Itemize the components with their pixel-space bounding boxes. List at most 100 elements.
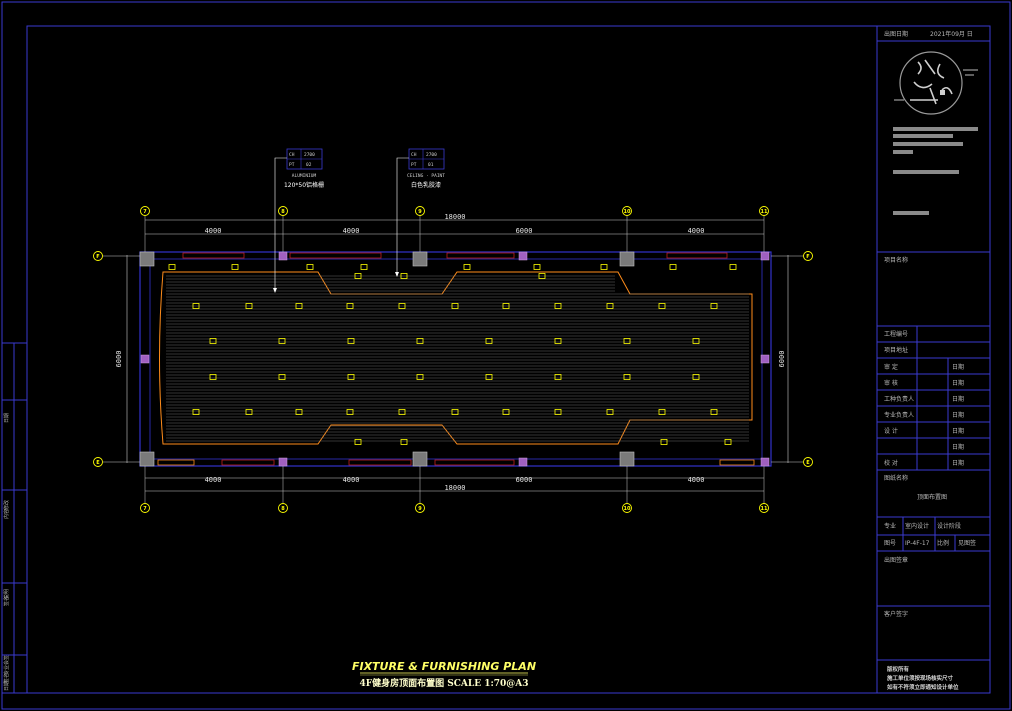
column bbox=[139, 451, 155, 467]
column-pier bbox=[278, 457, 288, 467]
door bbox=[719, 459, 755, 466]
grid-bubble-bottom bbox=[278, 503, 288, 513]
side-strip-label: 签名 bbox=[3, 596, 10, 606]
grid-label-top: 10 bbox=[624, 209, 631, 215]
window bbox=[289, 252, 382, 259]
sign-date-label: 日期 bbox=[952, 363, 964, 371]
light-fixture bbox=[192, 303, 200, 309]
light-fixture bbox=[354, 273, 362, 279]
sign-date-label: 日期 bbox=[952, 459, 964, 467]
column-pier bbox=[140, 354, 150, 364]
column-pier bbox=[518, 457, 528, 467]
window bbox=[182, 252, 245, 259]
side-strip-label: 修改 bbox=[3, 500, 10, 510]
column bbox=[619, 451, 635, 467]
grid-label-row: F bbox=[806, 254, 809, 260]
leader-arrow bbox=[395, 272, 399, 277]
light-fixture bbox=[600, 264, 608, 270]
column-pier bbox=[518, 251, 528, 261]
grid-bubble-top bbox=[140, 206, 150, 216]
sign-role: 审 定 bbox=[884, 363, 898, 371]
redacted-bar bbox=[893, 170, 959, 174]
column-pier bbox=[760, 251, 770, 261]
material-en: CELING · PAINT bbox=[407, 173, 445, 179]
span-dimension-bottom: 6000 bbox=[516, 476, 533, 484]
light-fixture bbox=[245, 409, 253, 415]
columns bbox=[139, 251, 770, 467]
window bbox=[666, 252, 728, 259]
light-fixture bbox=[451, 303, 459, 309]
note-aluminium: CH 2700 PT 02 ALUMINIUM 120*50铝格栅 bbox=[273, 148, 324, 293]
grid-bubble-row bbox=[93, 457, 103, 467]
light-fixture bbox=[168, 264, 176, 270]
drawing-subtitle: 4F健身房顶面布置图 SCALE 1:70@A3 bbox=[359, 677, 528, 689]
material-en: ALUMINIUM bbox=[292, 173, 317, 179]
date-value: 2021年09月 日 bbox=[930, 30, 973, 38]
outer-wall bbox=[139, 251, 772, 467]
sign-date-label: 日期 bbox=[952, 395, 964, 403]
drawing-name-label: 图纸名称 bbox=[884, 474, 908, 482]
light-fixture bbox=[278, 374, 286, 380]
tag-value: 01 bbox=[428, 162, 434, 168]
column-pier bbox=[760, 354, 770, 364]
span-dimension-bottom: 4000 bbox=[688, 476, 705, 484]
sign-date-label: 日期 bbox=[952, 427, 964, 435]
side-strip-label: 说明 bbox=[3, 589, 10, 599]
light-fixture bbox=[485, 374, 493, 380]
tag-value: 2700 bbox=[304, 152, 315, 158]
light-fixture bbox=[398, 303, 406, 309]
project-no-label: 工程编号 bbox=[884, 330, 908, 338]
light-fixture bbox=[451, 409, 459, 415]
light-fixture bbox=[416, 374, 424, 380]
dimensions: 18000 18000 6000 6000 4000 4000 6000 400… bbox=[115, 213, 789, 492]
light-fixture bbox=[485, 338, 493, 344]
leader-line bbox=[274, 157, 287, 292]
height-dimension-left: 6000 bbox=[115, 351, 123, 368]
tag-code: CH bbox=[289, 152, 295, 158]
sign-date-label: 日期 bbox=[952, 411, 964, 419]
drawing-no-value: IP-4F-17 bbox=[905, 540, 930, 547]
tag-code: PT bbox=[411, 162, 417, 168]
sign-role: 专业负责人 bbox=[884, 411, 914, 419]
light-fixture bbox=[554, 338, 562, 344]
light-fixture bbox=[245, 303, 253, 309]
light-fixture bbox=[606, 409, 614, 415]
copyright-line: 如有不符须立即通知设计单位 bbox=[887, 683, 959, 691]
column bbox=[619, 251, 635, 267]
logo-seal bbox=[894, 51, 978, 115]
side-strip-label: 内容 bbox=[3, 509, 10, 519]
span-dimension-bottom: 4000 bbox=[205, 476, 222, 484]
project-address-label: 项目地址 bbox=[884, 346, 908, 354]
grid-label-row: F bbox=[96, 254, 99, 260]
light-fixture bbox=[710, 303, 718, 309]
material-cn: 白色乳胶漆 bbox=[411, 181, 441, 189]
aluminium-grille bbox=[166, 275, 749, 442]
note-paint: CH 2700 PT 01 CELING · PAINT 白色乳胶漆 bbox=[395, 148, 445, 277]
light-fixture bbox=[398, 409, 406, 415]
light-fixture bbox=[306, 264, 314, 270]
title-block: 出图日期 2021年09月 日 项目名称 工程编号 项目地址 审 定日期 bbox=[877, 30, 990, 691]
light-fixture bbox=[710, 409, 718, 415]
light-fixture bbox=[692, 338, 700, 344]
light-fixture bbox=[416, 338, 424, 344]
grid-bubble-top bbox=[759, 206, 769, 216]
column bbox=[412, 251, 428, 267]
light-fixture bbox=[346, 409, 354, 415]
material-cn: 120*50铝格栅 bbox=[284, 181, 324, 189]
logo-ring bbox=[899, 51, 963, 115]
copyright-line: 施工单位须按现场核实尺寸 bbox=[887, 674, 954, 682]
grid-bubble-bottom bbox=[140, 503, 150, 513]
date-label: 出图日期 bbox=[884, 30, 908, 38]
side-strip-label: 签名 bbox=[3, 673, 10, 683]
light-fixture bbox=[463, 264, 471, 270]
column-pier bbox=[760, 457, 770, 467]
redacted-bar bbox=[893, 134, 953, 138]
grid-bubble-bottom bbox=[415, 503, 425, 513]
grid-bubble-row bbox=[93, 251, 103, 261]
light-fixture bbox=[295, 303, 303, 309]
sign-rows: 审 定日期审 核日期工种负责人日期专业负责人日期设 计日期日期校 对日期 bbox=[877, 358, 990, 471]
light-fixture bbox=[231, 264, 239, 270]
light-fixture bbox=[354, 439, 362, 445]
